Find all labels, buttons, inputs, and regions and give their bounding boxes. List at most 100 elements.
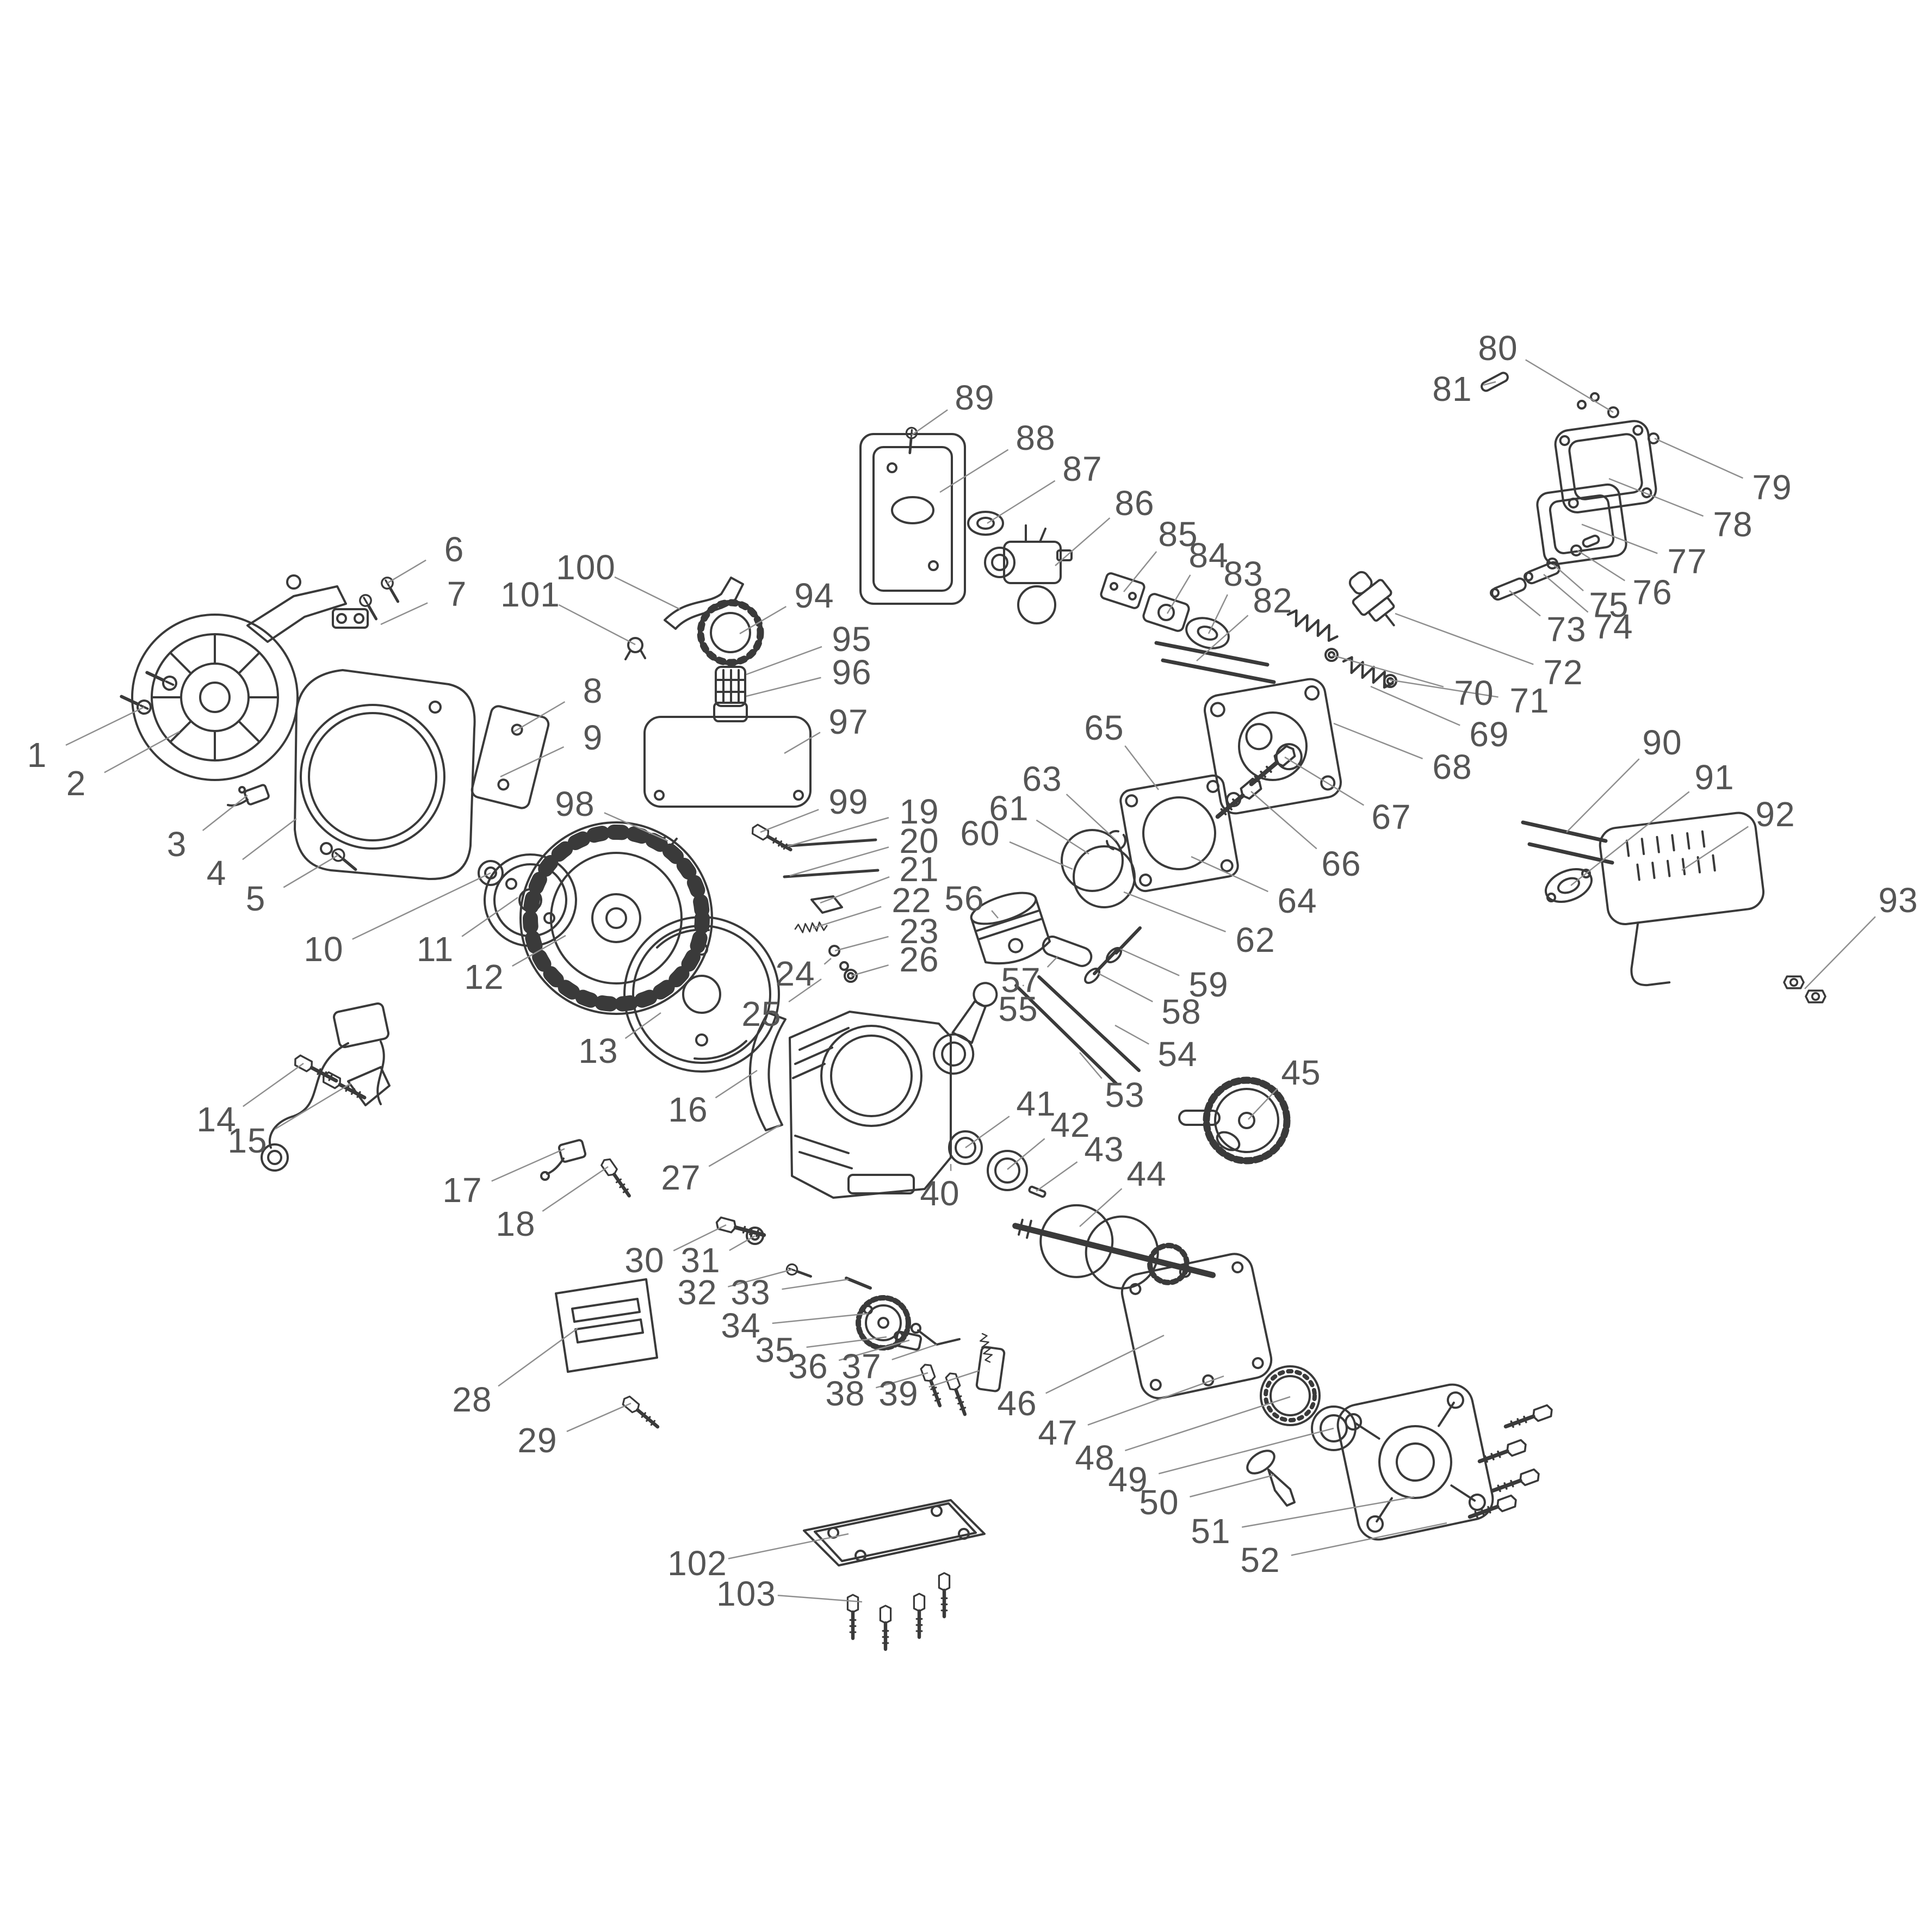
leader-line-98 (604, 812, 668, 842)
exhaust-gasket-front (967, 511, 1004, 536)
callout-label-15: 15 (227, 1121, 267, 1160)
callout-label-43: 43 (1084, 1130, 1124, 1169)
head-gasket (1119, 774, 1239, 893)
leader-line-42 (1007, 1138, 1045, 1170)
leader-line-18 (542, 1166, 609, 1212)
callout-label-58: 58 (1161, 992, 1201, 1031)
callout-label-56: 56 (944, 879, 984, 918)
tube-clamp (624, 637, 646, 660)
leader-line-57 (1046, 956, 1058, 968)
callout-label-99: 99 (828, 782, 868, 821)
fan-housing (294, 669, 476, 881)
leader-line-102 (728, 1533, 849, 1559)
parts-layer (119, 371, 1826, 1649)
callout-label-38: 38 (825, 1374, 865, 1413)
callout-label-102: 102 (667, 1544, 727, 1583)
callout-label-66: 66 (1321, 844, 1361, 883)
crank-key (1028, 1185, 1046, 1198)
valves (1084, 926, 1142, 984)
leader-line-30 (673, 1224, 727, 1252)
leader-line-85 (1123, 551, 1157, 592)
wire-clip (660, 837, 678, 850)
throttle-linkage (781, 838, 880, 983)
recoil-starter (131, 574, 347, 781)
callout-label-34: 34 (721, 1306, 760, 1345)
rocker-pivots (1546, 535, 1600, 569)
leader-line-49 (1158, 1427, 1334, 1475)
callout-label-14: 14 (196, 1100, 236, 1139)
callout-label-37: 37 (841, 1347, 881, 1386)
piston-pin (1042, 936, 1093, 967)
leader-line-31 (729, 1235, 756, 1252)
callout-label-17: 17 (442, 1171, 482, 1210)
breather-bit-1 (1577, 400, 1587, 410)
leader-line-15 (275, 1082, 351, 1130)
callout-label-7: 7 (447, 574, 467, 614)
wire-connector (227, 784, 270, 807)
leader-line-93 (1804, 916, 1876, 989)
callout-label-75: 75 (1589, 585, 1628, 624)
piston (970, 891, 1051, 965)
valve-retainers (1324, 648, 1397, 688)
callout-label-1: 1 (27, 735, 47, 775)
head-bolt-2 (1247, 744, 1297, 789)
leader-line-89 (911, 409, 948, 436)
callout-label-20: 20 (899, 821, 939, 860)
carb-insulator (1142, 593, 1190, 632)
breather-tube (664, 577, 744, 630)
callout-label-2: 2 (66, 764, 86, 803)
carb-studs (1154, 641, 1276, 684)
crankcase-gasket (1120, 1253, 1273, 1400)
leader-line-24 (823, 958, 832, 965)
callout-label-78: 78 (1713, 505, 1753, 544)
leader-line-35 (806, 1336, 887, 1348)
leader-line-27 (708, 1124, 781, 1167)
leader-line-99 (760, 809, 819, 833)
callout-label-90: 90 (1642, 723, 1682, 762)
muffler-nut-1 (1783, 975, 1805, 989)
callout-label-67: 67 (1371, 797, 1411, 837)
push-rods (1014, 975, 1141, 1085)
callout-label-33: 33 (730, 1273, 770, 1312)
main-bearing-2 (1260, 1365, 1321, 1426)
callout-label-24: 24 (775, 954, 815, 993)
leader-line-72 (1395, 612, 1534, 665)
callout-label-46: 46 (997, 1384, 1037, 1423)
leader-line-86 (1055, 517, 1111, 566)
cylinder-side-plate (749, 1012, 787, 1131)
leader-line-82 (1196, 615, 1249, 661)
starter-screw-2 (144, 667, 178, 692)
leader-line-28 (498, 1327, 578, 1387)
leader-line-61 (1036, 819, 1089, 855)
callout-label-76: 76 (1632, 573, 1672, 612)
leader-line-52 (1291, 1522, 1447, 1556)
control-bracket (975, 1332, 1006, 1392)
leader-line-16 (715, 1069, 758, 1099)
leader-line-56 (991, 910, 999, 919)
leader-line-100 (614, 576, 680, 610)
callout-label-55: 55 (998, 989, 1038, 1029)
leader-line-5 (283, 854, 339, 888)
leader-line-79 (1654, 437, 1743, 479)
callout-label-81: 81 (1432, 369, 1472, 408)
callout-label-12: 12 (464, 957, 504, 996)
callout-label-72: 72 (1543, 653, 1583, 692)
leader-line-36 (838, 1339, 910, 1361)
callout-label-35: 35 (755, 1330, 795, 1370)
leader-line-23 (834, 936, 889, 952)
leader-line-101 (558, 604, 636, 646)
leader-line-64 (1191, 856, 1268, 893)
fuel-strainer (715, 666, 746, 707)
carb-gasket-1 (1100, 572, 1145, 609)
stop-switch (540, 1139, 587, 1181)
callout-label-54: 54 (1157, 1035, 1197, 1074)
valve-spring-1 (1285, 608, 1340, 643)
ignition-coil (261, 1002, 389, 1172)
cover-screw-a (1648, 432, 1659, 444)
callout-label-96: 96 (832, 653, 871, 692)
leader-line-76 (1577, 549, 1626, 581)
callout-label-60: 60 (960, 814, 1000, 853)
leader-line-53 (1079, 1052, 1103, 1079)
